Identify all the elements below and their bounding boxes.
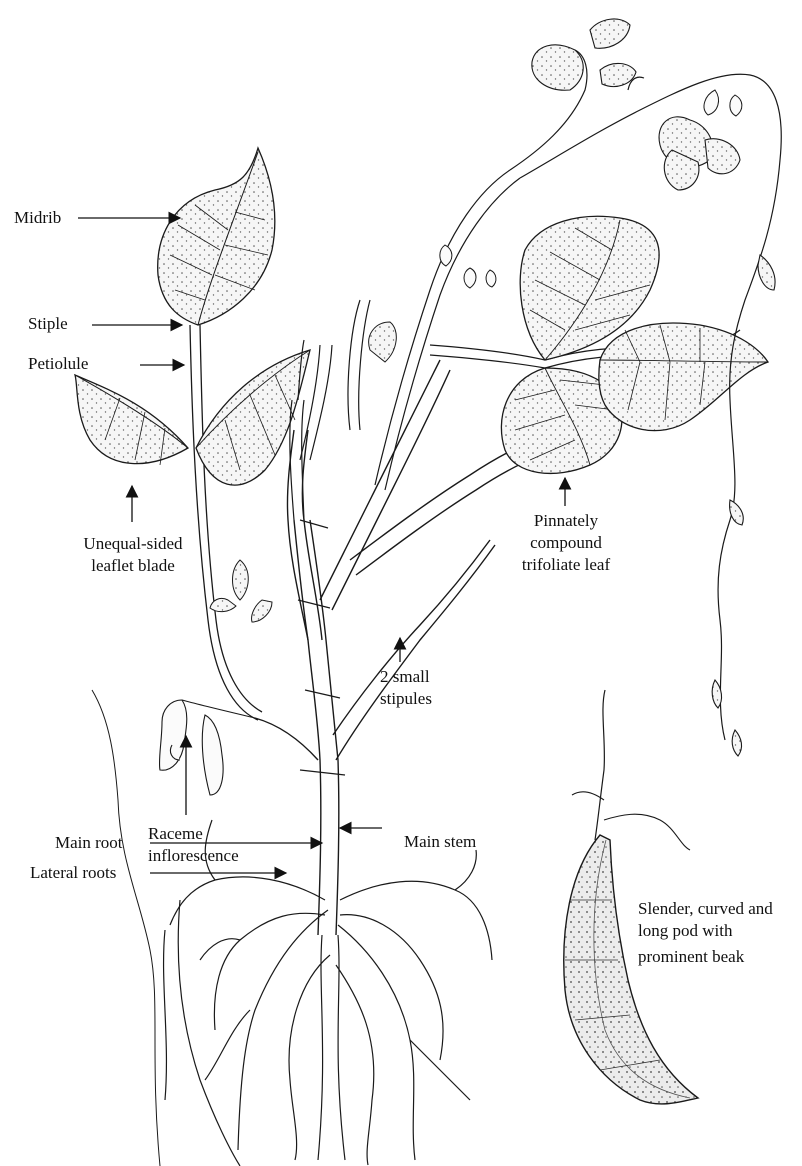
label-pod: Slender, curved and long pod with promin…: [638, 898, 773, 968]
trifoliate-right-leaflet: [599, 323, 768, 431]
pod-illustration: [564, 690, 698, 1104]
root-system: [164, 820, 492, 1166]
label-pinnate-leaf-line2: compound: [496, 532, 636, 554]
label-stipules: 2 small stipules: [380, 666, 432, 710]
label-pod-line3: prominent beak: [638, 946, 773, 968]
label-pod-line2: long pod with: [638, 920, 773, 942]
label-raceme: Raceme inflorescence: [148, 823, 239, 867]
raceme-inflorescence: [159, 700, 255, 795]
label-pod-line1: Slender, curved and: [638, 898, 773, 920]
label-stipules-line1: 2 small: [380, 666, 432, 688]
stem-nodes: [298, 520, 345, 775]
label-leaflet-blade-line2: leaflet blade: [40, 555, 226, 577]
label-midrib: Midrib: [14, 207, 61, 229]
label-stiple: Stiple: [28, 313, 68, 335]
terminal-leaflet: [158, 148, 275, 325]
label-raceme-line2: inflorescence: [148, 845, 239, 867]
label-leaflet-blade-line1: Unequal-sided: [40, 533, 226, 555]
right-leaflet: [196, 350, 310, 485]
left-leaflet: [75, 375, 188, 465]
label-lateral-roots: Lateral roots: [30, 862, 116, 884]
label-raceme-line1: Raceme: [148, 823, 239, 845]
label-main-root: Main root: [55, 832, 123, 854]
label-pinnate-leaf: Pinnately compound trifoliate leaf: [496, 510, 636, 576]
label-stipules-line2: stipules: [380, 688, 432, 710]
label-pinnate-leaf-line1: Pinnately: [496, 510, 636, 532]
label-pinnate-leaf-line3: trifoliate leaf: [496, 554, 636, 576]
label-leaflet-blade: Unequal-sided leaflet blade: [40, 533, 226, 577]
upper-shoots: [290, 170, 520, 520]
soil-outline: [92, 690, 160, 1166]
label-petiolule: Petiolule: [28, 353, 88, 375]
label-main-stem: Main stem: [404, 831, 476, 853]
